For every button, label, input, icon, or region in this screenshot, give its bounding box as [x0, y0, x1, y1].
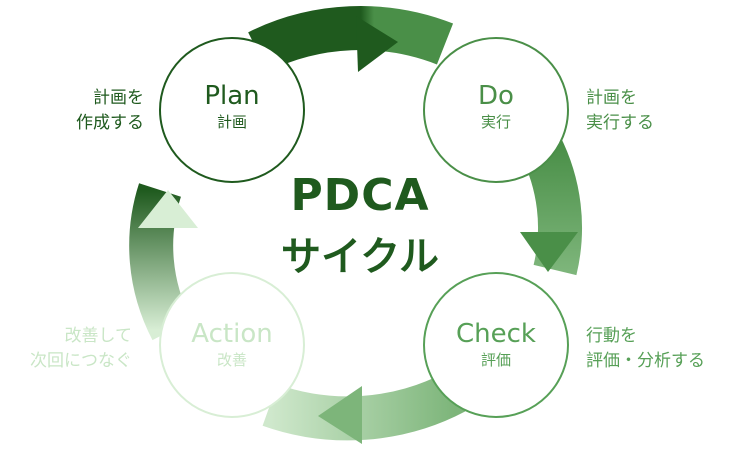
check-note-line2: 評価・分析する: [586, 351, 705, 371]
do-circle: [423, 37, 569, 183]
check-note: 行動を 評価・分析する: [586, 324, 705, 374]
do-node: Do 実行: [426, 80, 566, 132]
plan-circle: [159, 37, 305, 183]
check-name: Check: [456, 319, 536, 349]
check-sub: 評価: [480, 351, 511, 369]
arrow-check-to-action: [262, 372, 466, 441]
action-sub: 改善: [216, 351, 247, 369]
check-note-line1: 行動を: [586, 326, 637, 346]
arrowhead-to-plan: [138, 190, 198, 228]
check-node: Check 評価: [426, 318, 566, 370]
plan-note-line1: 計画を: [93, 88, 144, 108]
do-note: 計画を 実行する: [586, 86, 654, 136]
arrow-plan-to-do: [248, 6, 454, 72]
plan-name: Plan: [204, 81, 260, 111]
plan-node: Plan 計画: [162, 80, 302, 132]
plan-note-line2: 作成する: [76, 113, 144, 133]
arrowhead-to-do: [356, 16, 398, 72]
plan-sub: 計画: [216, 113, 247, 131]
do-sub: 実行: [480, 113, 511, 131]
action-note-line1: 改善して: [64, 326, 133, 346]
arrowhead-to-action: [318, 386, 362, 444]
action-circle: [159, 272, 305, 418]
action-name: Action: [191, 319, 273, 349]
diagram-subtitle: サイクル: [281, 234, 439, 280]
arrowhead-to-check: [520, 232, 578, 272]
action-note-line2: 次回につなぐ: [30, 351, 132, 371]
do-note-line2: 実行する: [586, 113, 654, 133]
plan-note: 計画を 作成する: [60, 86, 144, 136]
do-note-line1: 計画を: [586, 88, 637, 108]
action-node: Action 改善: [162, 318, 302, 370]
do-name: Do: [478, 81, 514, 111]
diagram-title: PDCA: [290, 170, 430, 221]
check-circle: [423, 272, 569, 418]
action-note: 改善して 次回につなぐ: [20, 324, 132, 374]
